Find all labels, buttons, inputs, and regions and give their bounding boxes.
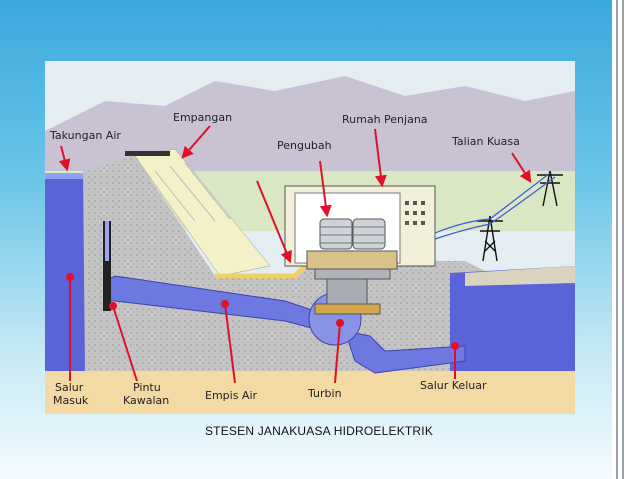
ground bbox=[45, 371, 575, 414]
label-talian-kuasa: Talian Kuasa bbox=[451, 135, 520, 148]
diagram-panel: Takungan Air Empangan Rumah Penjana Peng… bbox=[45, 61, 575, 414]
slide-edge bbox=[612, 0, 638, 479]
generator bbox=[306, 250, 398, 270]
tailrace-bank bbox=[465, 266, 575, 286]
power-towers bbox=[477, 170, 563, 262]
edge-line bbox=[622, 0, 624, 479]
hydro-diagram: Takungan Air Empangan Rumah Penjana Peng… bbox=[45, 61, 575, 414]
spillway-lines bbox=[154, 162, 231, 222]
label-pengubah: Pengubah bbox=[277, 139, 332, 152]
powerhouse-vents bbox=[405, 201, 425, 225]
dam-railing bbox=[125, 151, 170, 156]
label-salur-masuk-2: Masuk bbox=[53, 394, 89, 407]
transformer bbox=[319, 218, 386, 250]
pointer-arrows bbox=[58, 125, 532, 384]
control-gate-shaft bbox=[105, 221, 109, 261]
label-pintu-kawalan-2: Kawalan bbox=[123, 394, 169, 407]
power-line bbox=[434, 176, 556, 240]
tailrace-water bbox=[450, 266, 575, 371]
control-gate bbox=[103, 221, 111, 311]
label-turbin: Turbin bbox=[307, 387, 342, 400]
outflow-channel bbox=[344, 330, 466, 374]
label-takungan-air: Takungan Air bbox=[49, 129, 121, 142]
power-line bbox=[434, 172, 551, 234]
label-salur-masuk-1: Salur bbox=[55, 381, 84, 394]
label-salur-keluar: Salur Keluar bbox=[420, 379, 487, 392]
label-pintu-kawalan-1: Pintu bbox=[133, 381, 161, 394]
edge-line bbox=[616, 0, 618, 479]
label-empangan: Empangan bbox=[173, 111, 232, 124]
generator-base bbox=[314, 268, 391, 280]
turbine-shaft bbox=[326, 278, 368, 305]
reservoir-surface bbox=[45, 173, 85, 179]
diagram-caption: STESEN JANAKUASA HIDROELEKTRIK bbox=[204, 424, 434, 438]
label-empis-air: Empis Air bbox=[205, 389, 258, 402]
label-rumah-penjana: Rumah Penjana bbox=[342, 113, 428, 126]
turbine-runner bbox=[314, 303, 381, 315]
